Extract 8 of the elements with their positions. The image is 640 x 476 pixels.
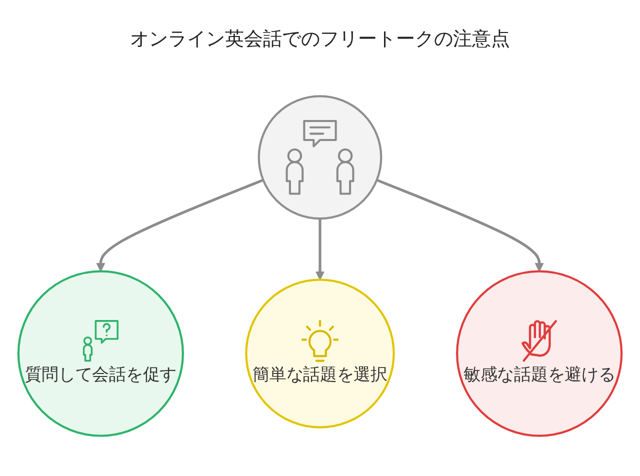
node-circle: 簡単な話題を選択 — [245, 278, 395, 428]
arrow — [96, 178, 264, 272]
node-circle: 質問して会話を促す — [17, 270, 184, 437]
node-circle: 敏感な話題を避ける — [456, 270, 623, 437]
title: オンライン英会話でのフリートークの注意点 — [130, 27, 510, 52]
arrow — [315, 218, 325, 280]
arrow — [376, 178, 544, 272]
node-circle — [258, 95, 382, 220]
